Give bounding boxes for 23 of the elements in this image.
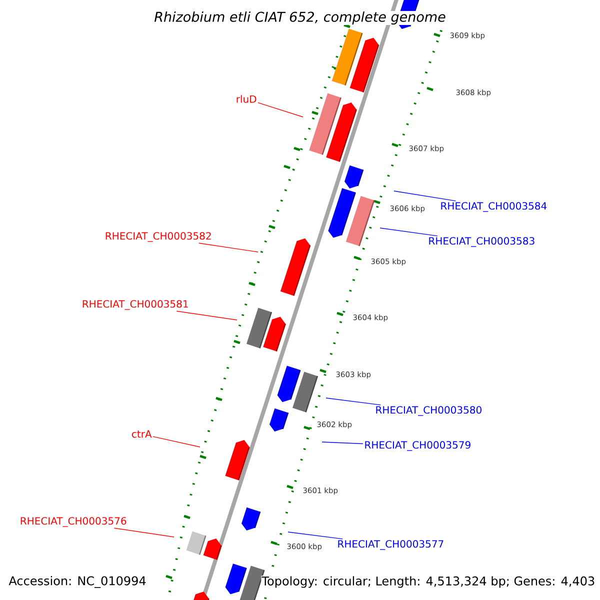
leader-line <box>394 190 456 202</box>
leader-line <box>326 398 381 406</box>
gene-label: RHECIAT_CH0003580 <box>376 406 482 416</box>
leader-line <box>198 242 258 252</box>
accession-text: Accession: NC_010994 <box>8 576 147 588</box>
gene-label: RHECIAT_CH0003583 <box>429 237 534 247</box>
leader-line <box>176 310 238 320</box>
leader-line <box>114 528 174 538</box>
leader-line <box>380 228 438 236</box>
gene-label: RHECIAT_CH0003584 <box>441 202 547 212</box>
gene-label: RHECIAT_CH0003577 <box>338 540 444 550</box>
gene-label: rluD <box>236 95 256 103</box>
leader-line <box>288 532 343 540</box>
gene-label: RHECIAT_CH0003579 <box>365 441 470 451</box>
leader-line <box>258 102 304 118</box>
leader-line <box>152 436 200 448</box>
gene-label: RHECIAT_CH0003582 <box>106 232 211 242</box>
title: Rhizobium etli CIAT 652, complete genome <box>154 10 446 26</box>
gene-label: ctrA <box>132 430 152 438</box>
leader-line <box>322 442 364 444</box>
genome-info-text: Topology: circular; Length: 4,513,324 bp; Genes: 4,403 <box>261 576 596 588</box>
gene-label: RHECIAT_CH0003581 <box>82 300 188 310</box>
gene-label: RHECIAT_CH0003576 <box>20 517 126 527</box>
